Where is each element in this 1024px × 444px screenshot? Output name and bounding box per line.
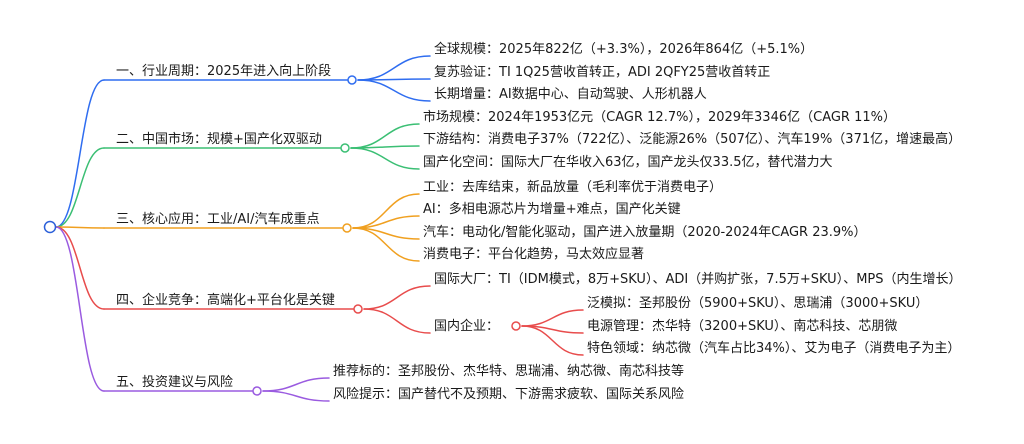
branch-4-sub-1-connector — [521, 309, 584, 327]
branch-4-child-2: 国内企业： — [434, 319, 500, 334]
branch-4-sub-3-connector — [521, 325, 584, 356]
branch-2-child-3-connector — [350, 147, 420, 170]
branch-4-child-1: 国际大厂：TI（IDM模式，8万+SKU）、ADI（并购扩张，7.5万+SKU）… — [434, 272, 962, 287]
branch-4-sub-2: 电源管理：杰华特（3200+SKU）、南芯科技、芯朋微 — [587, 319, 898, 334]
branch-5-child-2-connector — [262, 390, 330, 402]
branch-2-child-1: 市场规模：2024年1953亿元（CAGR 12.7%），2029年3346亿（… — [423, 110, 896, 125]
branch-5-node — [252, 386, 262, 396]
branch-2-child-1-connector — [350, 123, 420, 149]
branch-3-child-1-connector — [352, 193, 420, 229]
branch-3-node — [342, 223, 352, 233]
branch-1-child-1-connector — [357, 55, 431, 81]
branch-2-child-3: 国产化空间：国际大厂在华收入63亿，国产龙头仅33.5亿，替代潜力大 — [423, 155, 833, 170]
root-to-branch-2-connector — [55, 147, 105, 228]
branch-2-label: 二、中国市场：规模+国产化双驱动 — [116, 132, 322, 147]
root-to-branch-1-connector — [55, 79, 105, 228]
branch-3-child-3: 汽车：电动化/智能化驱动，国产进入放量期（2020-2024年CAGR 23.9… — [423, 225, 867, 240]
branch-5-label: 五、投资建议与风险 — [116, 375, 234, 390]
branch-4-domestic-node — [511, 321, 521, 331]
branch-4-child-1-connector — [363, 285, 431, 310]
branch-5-child-1: 推荐标的：圣邦股份、杰华特、思瑞浦、纳芯微、南芯科技等 — [333, 364, 685, 379]
branch-3-child-4-connector — [352, 227, 420, 262]
root-to-branch-5-connector — [55, 226, 105, 392]
branch-5-child-1-connector — [262, 377, 330, 392]
root-node — [43, 220, 57, 234]
branch-3-label: 三、核心应用：工业/AI/汽车成重点 — [116, 212, 320, 227]
branch-4-sub-1: 泛模拟：圣邦股份（5900+SKU）、思瑞浦（3000+SKU） — [587, 296, 929, 311]
branch-4-sub-3: 特色领域：纳芯微（汽车占比34%）、艾为电子（消费电子为主） — [587, 341, 961, 356]
branch-1-child-3: 长期增量：AI数据中心、自动驾驶、人形机器人 — [434, 87, 707, 102]
branch-3-child-4: 消费电子：平台化趋势，马太效应显著 — [423, 247, 645, 262]
branch-4-child-2-connector — [363, 308, 431, 334]
branch-5-child-2: 风险提示：国产替代不及预期、下游需求疲软、国际关系风险 — [333, 387, 685, 402]
branch-1-child-2: 复苏验证：TI 1Q25营收首转正，ADI 2QFY25营收首转正 — [434, 65, 771, 80]
branch-1-node — [347, 75, 357, 85]
root-to-branch-4-connector — [55, 226, 105, 310]
branch-4-node — [353, 304, 363, 314]
branch-3-child-2: AI：多相电源芯片为增量+难点，国产化关键 — [423, 202, 681, 217]
branch-2-node — [340, 143, 350, 153]
branch-1-label: 一、行业周期：2025年进入向上阶段 — [116, 64, 332, 79]
branch-1-child-1: 全球规模：2025年822亿（+3.3%），2026年864亿（+5.1%） — [434, 42, 814, 57]
branch-3-child-1: 工业：去库结束，新品放量（毛利率优于消费电子） — [423, 180, 723, 195]
branch-4-label: 四、企业竞争：高端化+平台化是关键 — [116, 293, 335, 308]
root-to-branch-3-connector — [55, 226, 105, 229]
branch-2-child-2: 下游结构：消费电子37%（722亿）、泛能源26%（507亿）、汽车19%（37… — [423, 132, 962, 147]
branch-1-child-3-connector — [357, 79, 431, 102]
